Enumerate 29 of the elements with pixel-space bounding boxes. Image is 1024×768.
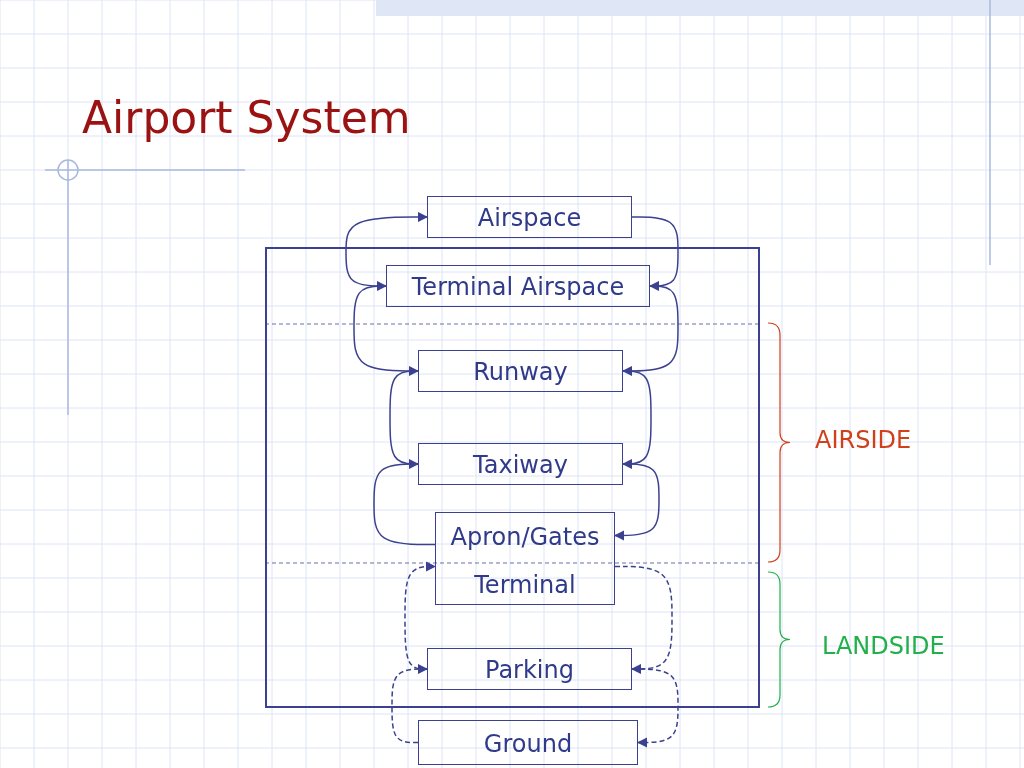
region-label: AIRSIDE <box>815 426 912 454</box>
process-box <box>386 265 650 307</box>
node-label: Airspace <box>476 204 583 232</box>
arrow <box>389 365 420 465</box>
process-box <box>427 648 632 690</box>
title: Airport System <box>82 92 411 143</box>
node-label: Taxiway <box>472 451 569 479</box>
node-label: Terminal <box>473 571 577 599</box>
arrow <box>613 463 660 541</box>
process-box <box>418 443 623 485</box>
process-box <box>418 720 638 765</box>
arrow <box>404 561 437 670</box>
node-label: Parking <box>484 656 575 684</box>
system-boundary-box <box>265 247 760 708</box>
process-box <box>435 512 615 605</box>
node-label: Apron/Gates <box>449 523 601 551</box>
node-label: Runway <box>472 358 569 386</box>
process-box <box>427 196 632 238</box>
process-box <box>418 350 623 392</box>
arrow <box>631 216 679 292</box>
arrow <box>614 565 673 675</box>
region-label: LANDSIDE <box>822 632 945 660</box>
node-label: Terminal Airspace <box>410 273 626 301</box>
arrow <box>391 663 429 744</box>
arrow <box>621 370 652 470</box>
arrow <box>345 211 429 287</box>
arrow <box>373 458 436 546</box>
node-label: Ground <box>482 729 574 758</box>
arrow <box>631 668 679 748</box>
